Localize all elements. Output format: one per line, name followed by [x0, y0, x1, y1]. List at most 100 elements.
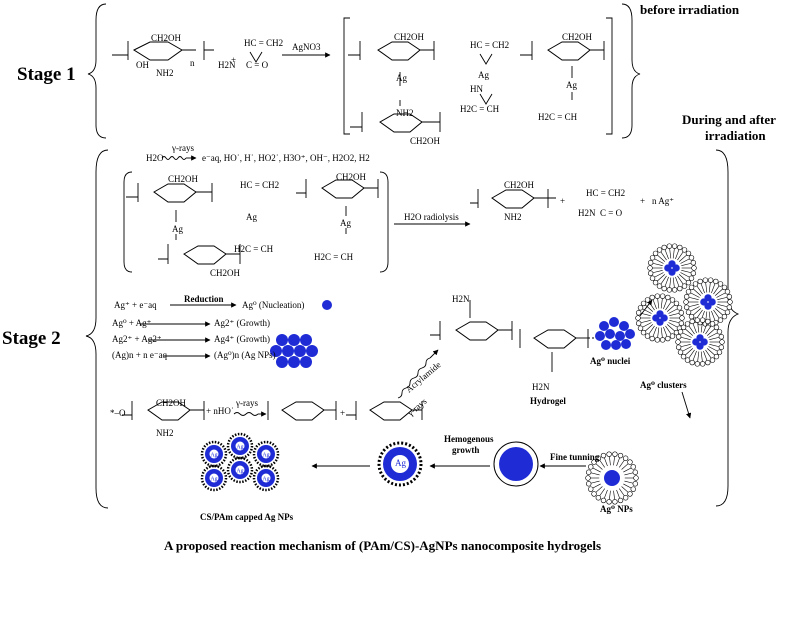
stage1-complex-ch2oh-bottom: CH2OH — [410, 136, 441, 146]
stage1-ch2oh: CH2OH — [151, 33, 182, 43]
reaction-2-lhs: Ag⁰ + Ag⁺ — [112, 318, 152, 328]
product-acryl-co: C = O — [600, 208, 623, 218]
radiolysis-reactant: H2O — [146, 153, 164, 163]
stage2-left-brace — [85, 149, 109, 509]
stage1-complex-nh2-bottom: NH2 — [396, 108, 414, 118]
reaction-2-rhs: Ag2⁺ (Growth) — [214, 318, 270, 328]
radical-plus-ho: + nHO˙ — [206, 406, 234, 416]
stage2-complex-ring-c — [296, 179, 379, 234]
stage2-complex-ring-b — [158, 244, 241, 265]
stage2-product-chitosan-ring — [470, 189, 556, 209]
stage1-complex-ag-mid: Ag — [478, 70, 489, 80]
stage2-right-brace — [715, 149, 740, 507]
radical-lhs-prefix: *–O — [110, 408, 126, 418]
stage1-complex-ag-left: Ag — [396, 73, 407, 83]
acrylamide-wavy-arrow — [397, 357, 431, 399]
capped-ag-np-single — [377, 441, 423, 487]
stage1-chitosan-ring — [112, 41, 214, 61]
stage1-left-brace — [87, 3, 107, 139]
stage2-ag-a: Ag — [172, 224, 183, 234]
reaction-1-lhs: Ag⁺ + e⁻aq — [114, 300, 157, 310]
product-ch2oh: CH2OH — [504, 180, 535, 190]
radical-chitosan-ring-1 — [122, 401, 205, 421]
stage2-complex-bracket-right — [379, 171, 389, 273]
hydrogel-ring-2 — [519, 329, 589, 372]
stage1-agno3: AgNO3 — [292, 42, 321, 52]
capped-group-ag-label: Ag — [236, 445, 243, 451]
ag-np-micelle — [585, 451, 639, 505]
radiolysis-products: e⁻aq, HO˙, H˙, HO2˙, H3O⁺, OH⁻, H2O2, H2 — [202, 153, 370, 163]
capped-group-ag-label: Ag — [262, 453, 269, 459]
growth-label: growth — [452, 445, 480, 455]
stage2-hcch: HC = CH2 — [240, 180, 280, 190]
stage2-h2c-c: H2C = CH — [314, 252, 354, 262]
stage1-n: n — [190, 58, 195, 68]
stage1-acrylamide-top: HC = CH2 — [244, 38, 284, 48]
stage1-complex-h2c: H2C = CH — [460, 104, 500, 114]
radiolysis-reagent: γ-rays — [172, 143, 194, 153]
stage2-complex-ring-a — [126, 183, 213, 240]
stage1-plus: + — [231, 55, 237, 65]
reaction-3-rhs: Ag4⁺ (Growth) — [214, 334, 270, 344]
radical-chitosan-ring-3 — [346, 401, 423, 421]
stage1-oh: OH — [136, 60, 149, 70]
stage1-complex-hn: HN — [470, 84, 483, 94]
grown-np-core — [499, 447, 533, 481]
ag-cluster-micelles — [635, 243, 733, 367]
stage2-ag-mid: Ag — [246, 212, 257, 222]
hydrogel-amide-bottom: H2N — [532, 382, 550, 392]
during-irradiation-header-line1: During and after — [682, 112, 776, 127]
h2o-radiolysis-label: H2O radiolysis — [404, 212, 459, 222]
radical-ch2oh-1: CH2OH — [156, 398, 187, 408]
stage1-acrylamide-h2n: H2N — [218, 60, 236, 70]
stage1-complex-ch2oh-top: CH2OH — [394, 32, 425, 42]
capped-group-ag-label: Ag — [210, 453, 217, 459]
agnp-cluster — [270, 334, 318, 368]
nucleation-particle — [322, 300, 332, 310]
before-irradiation-header: before irradiation — [640, 2, 740, 17]
radical-nh2-1: NH2 — [156, 428, 174, 438]
stage2-complex-bracket-left — [123, 171, 133, 273]
stage1-complex-ch2oh-right: CH2OH — [562, 32, 593, 42]
stage1-right-brace — [621, 3, 641, 139]
product-plus2: + — [640, 196, 646, 206]
stage2-ch2oh-a: CH2OH — [168, 174, 199, 184]
stage1-complex-ring-right — [520, 41, 605, 100]
stage1-complex-ring-top — [348, 41, 435, 106]
stage1-product-bracket-left — [343, 17, 350, 135]
stage1-nh2: NH2 — [156, 68, 174, 78]
stage1-complex-ring-bottom — [350, 112, 441, 133]
figure-caption: A proposed reaction mechanism of (PAm/CS… — [164, 538, 602, 553]
reaction-1-rhs: Ag⁰ (Nucleation) — [242, 300, 305, 310]
stage-2-label: Stage 2 — [2, 328, 61, 349]
capped-ag-core-label: Ag — [395, 458, 406, 468]
hydrogel-ring-1 — [430, 300, 513, 341]
product-nh2: NH2 — [504, 212, 522, 222]
stage2-h2c-mid: H2C = CH — [234, 244, 274, 254]
stage2-ch2oh-b: CH2OH — [210, 268, 241, 278]
radical-plus: + — [340, 408, 346, 418]
stage1-acrylamide-co: C = O — [246, 60, 269, 70]
ag-nuclei-cluster — [595, 317, 635, 350]
radiolysis-wavy-arrow — [161, 156, 187, 160]
stage1-acrylamide-bonds — [249, 51, 493, 105]
radical-chitosan-ring-2 — [267, 401, 337, 421]
reaction-3-lhs: Ag2⁺ + Ag2⁺ — [112, 334, 162, 344]
capped-group-ag-label: Ag — [210, 477, 217, 483]
capped-group-ag-label: Ag — [236, 469, 243, 475]
stage2-ch2oh-c: CH2OH — [336, 172, 367, 182]
during-irradiation-header-line2: irradiation — [705, 128, 766, 143]
ag-nps-label: Ag⁰ NPs — [600, 504, 633, 514]
clusters-to-nps-arrow — [681, 391, 692, 419]
hydrogel-amide-top: H2N — [452, 294, 470, 304]
product-acryl-h2n: H2N — [578, 208, 596, 218]
stage2-ag-c: Ag — [340, 218, 351, 228]
stage1-complex-h2c-right: H2C = CH — [538, 112, 578, 122]
capped-group-ag-label: Ag — [262, 477, 269, 483]
hemogenous-label: Hemogenous — [444, 434, 494, 444]
radical-wavy-arrow — [233, 412, 259, 416]
product-plus1: + — [560, 196, 566, 206]
radical-reagent: γ-rays — [236, 398, 258, 408]
